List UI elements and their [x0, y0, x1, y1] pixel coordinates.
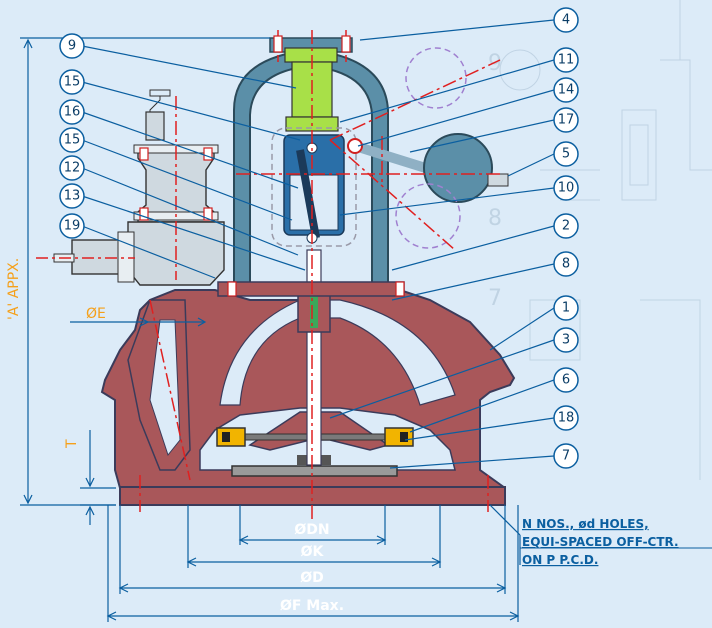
dim-a-height: 'A' APPX. — [6, 258, 22, 320]
balloon-17: 17 — [553, 107, 579, 133]
balloon-2: 2 — [553, 213, 579, 239]
svg-text:15: 15 — [64, 75, 81, 90]
svg-text:8: 8 — [562, 257, 570, 272]
svg-text:2: 2 — [562, 219, 570, 234]
part-balloons: 4 11 14 17 5 10 2 8 1 3 6 18 7 — [553, 7, 579, 469]
svg-text:9: 9 — [488, 51, 502, 76]
balloon-8: 8 — [553, 251, 579, 277]
left-passage — [149, 319, 181, 457]
seat-plate — [231, 465, 398, 477]
dim-k: ØK — [301, 544, 325, 560]
balloon-16: 16 — [59, 99, 85, 125]
svg-text:16: 16 — [64, 105, 81, 120]
svg-text:15: 15 — [64, 133, 81, 148]
svg-text:13: 13 — [64, 189, 81, 204]
svg-text:3: 3 — [562, 333, 570, 348]
svg-text:19: 19 — [64, 219, 81, 234]
balloon-12: 12 — [59, 155, 85, 181]
svg-text:5: 5 — [562, 147, 570, 162]
svg-text:10: 10 — [558, 181, 575, 196]
balloon-10: 10 — [553, 175, 579, 201]
note-line-1: N NOS., ød HOLES, — [522, 517, 649, 531]
balloon-9: 9 — [59, 33, 85, 59]
svg-text:12: 12 — [64, 161, 81, 176]
dimension-labels: 'A' APPX. ØE T ØDN ØK ØD ØF Max. — [6, 258, 344, 614]
part-balloons-left: 9 15 16 15 12 13 19 — [59, 33, 85, 239]
svg-text:7: 7 — [488, 286, 502, 311]
dim-d: ØD — [300, 570, 324, 586]
counterweight — [423, 133, 493, 203]
svg-text:8: 8 — [488, 206, 502, 231]
dome-cavity — [219, 299, 456, 406]
hole-note: N NOS., ød HOLES, EQUI-SPACED OFF-CTR. O… — [520, 517, 712, 567]
svg-text:4: 4 — [562, 13, 570, 28]
dim-dn: ØDN — [294, 522, 329, 538]
svg-text:11: 11 — [558, 53, 575, 68]
dim-e: ØE — [86, 306, 106, 322]
balloon-11: 11 — [553, 47, 579, 73]
svg-text:17: 17 — [558, 113, 575, 128]
bonnet — [217, 37, 405, 297]
svg-text:14: 14 — [558, 83, 575, 98]
svg-text:9: 9 — [68, 39, 76, 54]
note-line-3: ON P P.C.D. — [522, 553, 598, 567]
balloon-7: 7 — [553, 443, 579, 469]
balloon-5: 5 — [553, 141, 579, 167]
dashed-housing — [271, 127, 357, 247]
svg-text:6: 6 — [562, 373, 570, 388]
lever-assembly — [271, 47, 509, 249]
stem — [297, 249, 331, 466]
balloon-6: 6 — [553, 367, 579, 393]
svg-text:7: 7 — [562, 449, 570, 464]
balloon-1: 1 — [553, 295, 579, 321]
dimension-lines — [20, 37, 521, 622]
leader-lines — [81, 19, 555, 469]
background-ghost-numbers: 9 8 7 — [488, 51, 502, 311]
balloon-15-upper: 15 — [59, 69, 85, 95]
balloon-19: 19 — [59, 213, 85, 239]
background-sketch — [499, 0, 712, 480]
svg-text:18: 18 — [558, 411, 575, 426]
balloon-15-lower: 15 — [59, 127, 85, 153]
dim-t: T — [64, 439, 80, 449]
seat-ring-right — [384, 427, 414, 447]
balloon-18: 18 — [553, 405, 579, 431]
seat-ring-left — [216, 427, 246, 447]
balloon-13: 13 — [59, 183, 85, 209]
bolts — [139, 35, 405, 297]
svg-text:1: 1 — [562, 301, 570, 316]
balloon-14: 14 — [553, 77, 579, 103]
dim-f: ØF Max. — [280, 598, 344, 614]
note-line-2: EQUI-SPACED OFF-CTR. — [522, 535, 679, 549]
balloon-4: 4 — [553, 7, 579, 33]
balloon-3: 3 — [553, 327, 579, 353]
